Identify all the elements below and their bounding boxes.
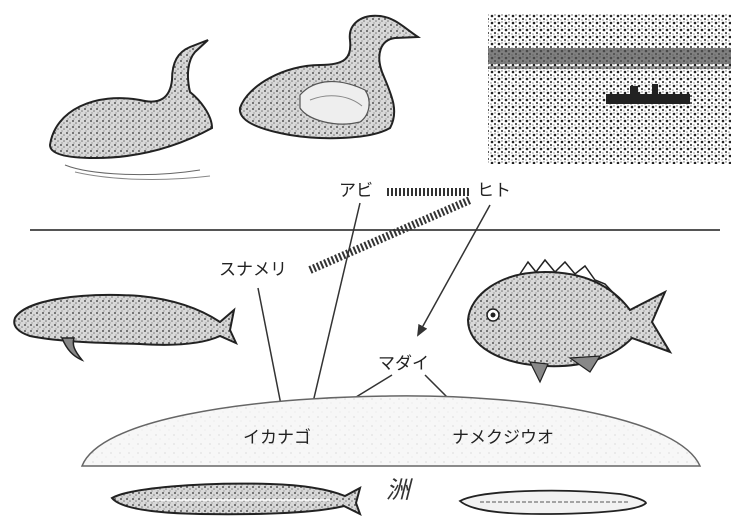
fishing-boat-photo [488, 14, 731, 164]
loon-bird-left [50, 40, 212, 179]
label-hito: ヒト [477, 183, 511, 200]
arrow-sunameri-ikanago [258, 288, 283, 415]
label-sunameri: スナメリ [219, 262, 287, 279]
red-sea-bream [468, 260, 670, 382]
label-madai: マダイ [378, 356, 429, 373]
sand-mound [82, 396, 700, 466]
loon-bird-right [240, 16, 418, 138]
label-abi: アビ [339, 183, 373, 200]
arrow-abi-ikanago [310, 203, 360, 415]
label-su: 洲 [386, 478, 410, 502]
lancelet [460, 491, 646, 514]
label-ikanago: イカナゴ [243, 430, 311, 447]
label-namekujiuo: ナメクジウオ [452, 430, 554, 447]
sand-lance-fish [112, 484, 360, 515]
finless-porpoise [14, 295, 236, 360]
link-sunameri-hito [310, 200, 470, 270]
